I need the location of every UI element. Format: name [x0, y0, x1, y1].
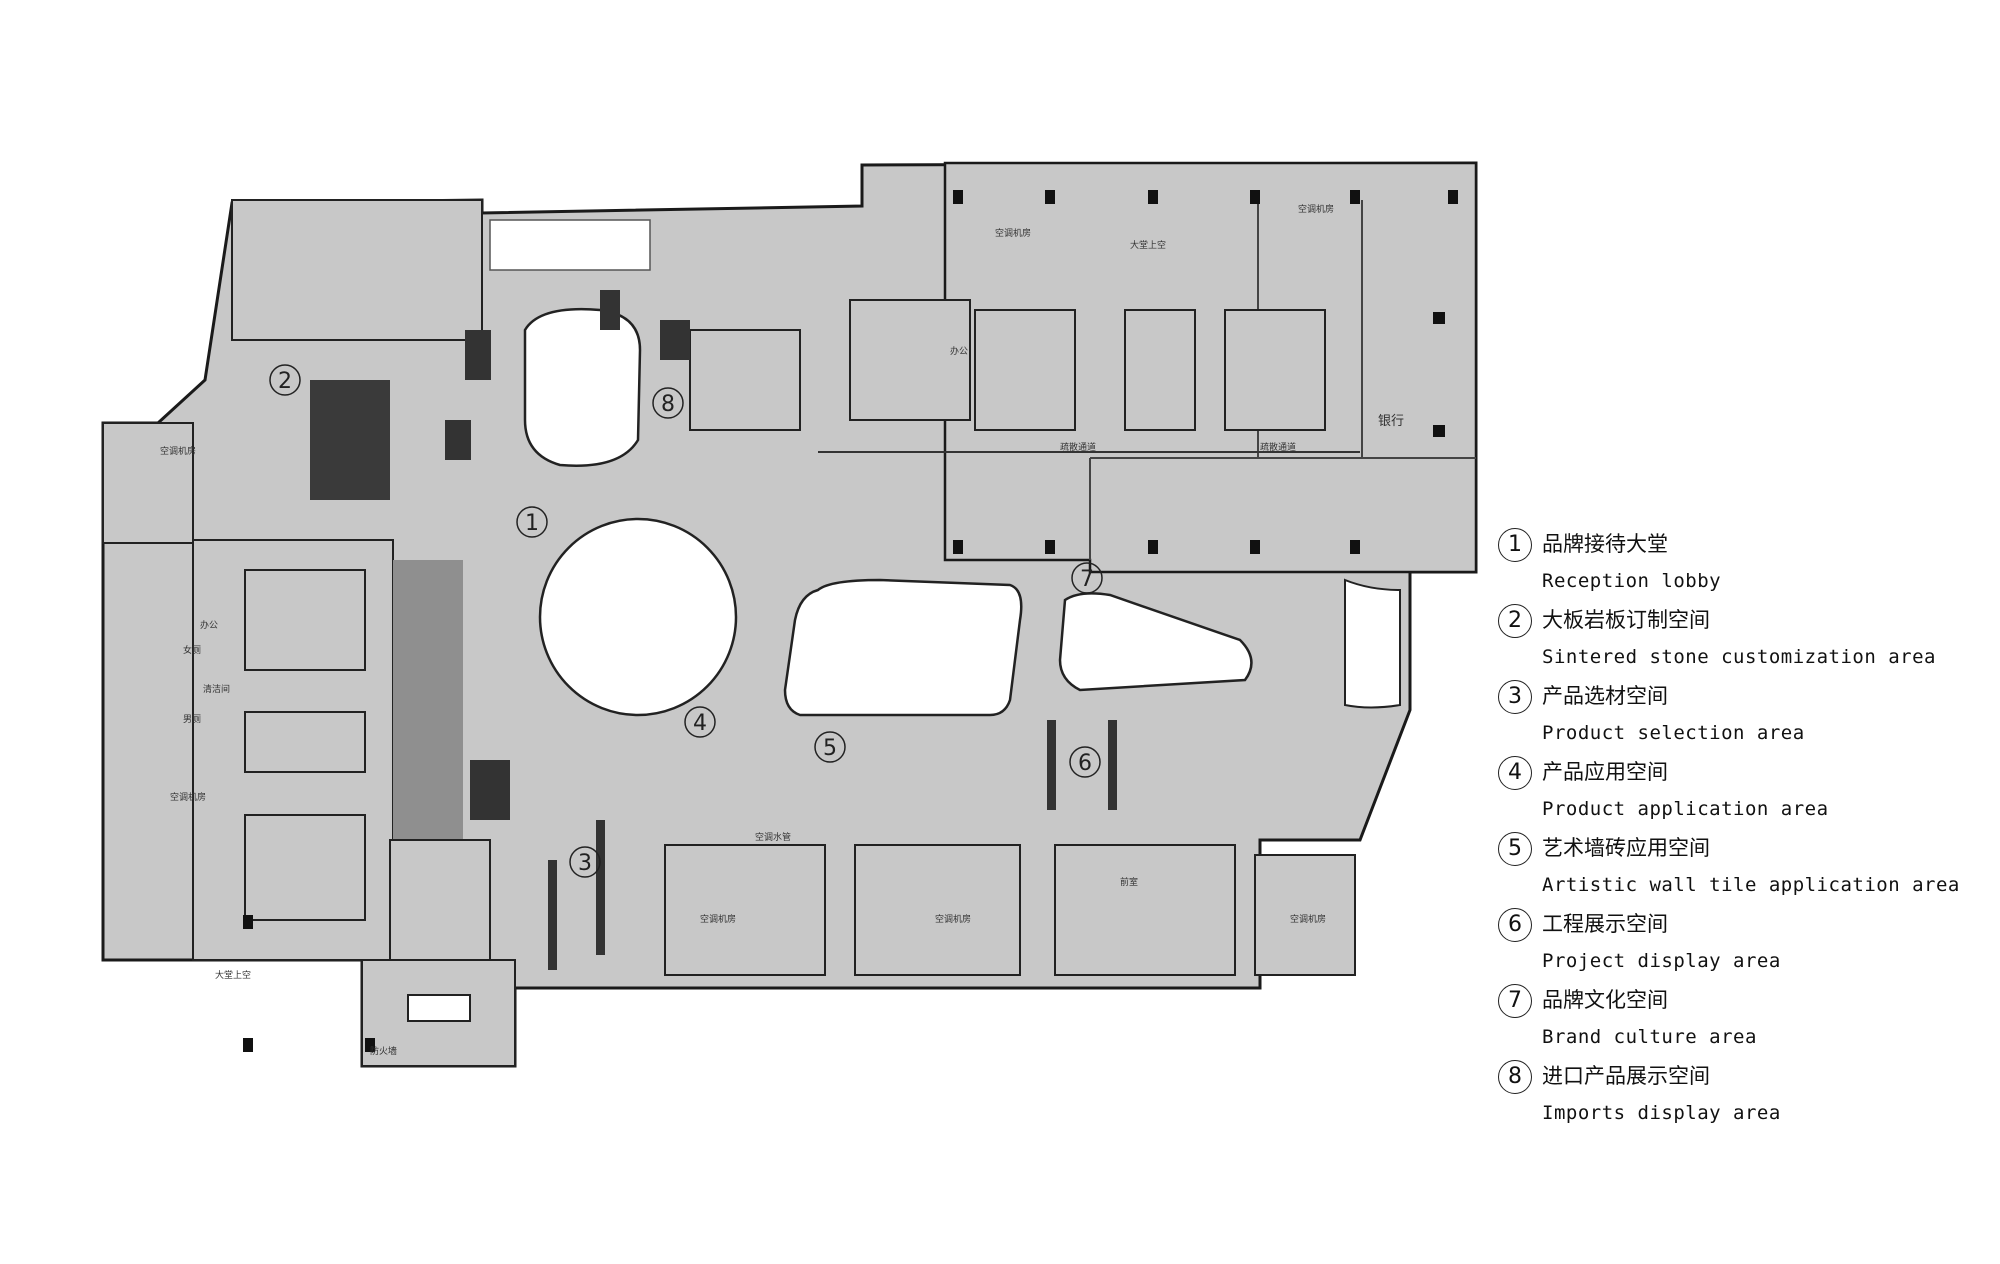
legend-item: 7 品牌文化空间 Brand culture area: [1498, 984, 1988, 1060]
label-fire-wall: 防火墙: [370, 1045, 397, 1057]
legend-label-en: Imports display area: [1542, 1102, 1781, 1124]
void-upper-left: [523, 307, 642, 467]
svg-text:4: 4: [693, 711, 707, 736]
label-mens-wc: 男厕: [183, 714, 201, 725]
void-center: [783, 578, 1023, 717]
left-ac-room: [102, 422, 194, 544]
legend-number: 3: [1498, 680, 1532, 714]
legend-label-cn: 工程展示空间: [1542, 912, 1668, 936]
legend-number: 1: [1498, 528, 1532, 562]
core-rooms-3: [244, 814, 366, 921]
legend-item: 6 工程展示空间 Project display area: [1498, 908, 1988, 984]
svg-text:8: 8: [661, 392, 675, 417]
label-evac-2: 疏散通道: [1260, 441, 1296, 453]
dark-platform: [310, 380, 390, 500]
svg-text:2: 2: [278, 369, 292, 394]
legend-number: 6: [1498, 908, 1532, 942]
right-block: [943, 161, 1478, 574]
lower-shaft: [389, 839, 491, 961]
legend-number: 8: [1498, 1060, 1532, 1094]
svg-text:3: 3: [578, 851, 592, 876]
label-lobby-void-top: 大堂上空: [1130, 239, 1166, 251]
display-fixtures: [445, 290, 1117, 970]
legend-label-en: Project display area: [1542, 950, 1781, 972]
label-office-right: 办公: [950, 345, 968, 357]
legend-label-en: Brand culture area: [1542, 1026, 1757, 1048]
core-rooms-1: [244, 569, 366, 671]
zone-marker-1: 1: [516, 506, 548, 538]
zone-marker-5: 5: [814, 731, 846, 763]
right-block-divider: [1089, 200, 1476, 560]
legend-number: 5: [1498, 832, 1532, 866]
legend-label-en: Artistic wall tile application area: [1542, 874, 1960, 896]
void-right-edge: [1344, 578, 1401, 709]
upper-strip: [489, 219, 651, 271]
right-core-2: [974, 309, 1076, 431]
legend-label-cn: 大板岩板订制空间: [1542, 608, 1710, 632]
bottom-rooms-b: [854, 844, 1021, 976]
legend-item: 5 艺术墙砖应用空间 Artistic wall tile applicatio…: [1498, 832, 1988, 908]
label-bank: 银行: [1378, 414, 1404, 429]
zone-marker-3: 3: [569, 846, 601, 878]
label-ac-room-bottom-1: 空调机房: [700, 913, 736, 925]
svg-text:7: 7: [1080, 567, 1094, 592]
zone-marker-8: 8: [652, 387, 684, 419]
void-round-atrium: [538, 517, 738, 717]
label-ac-pipe: 空调水管: [755, 831, 791, 843]
label-ac-room-left: 空调机房: [160, 445, 196, 457]
legend-label-cn: 艺术墙砖应用空间: [1542, 836, 1710, 860]
legend-label-cn: 进口产品展示空间: [1542, 1064, 1710, 1088]
left-corridor: [393, 560, 463, 840]
core-rooms-2: [244, 711, 366, 773]
label-womens-wc: 女厕: [183, 644, 201, 656]
zone-marker-2: 2: [269, 364, 301, 396]
label-front-room: 前室: [1120, 876, 1138, 888]
label-ac-room-bottom-2: 空调机房: [935, 913, 971, 925]
bottom-rooms-a: [664, 844, 826, 976]
legend-item: 2 大板岩板订制空间 Sintered stone customization …: [1498, 604, 1988, 680]
legend-item: 4 产品应用空间 Product application area: [1498, 756, 1988, 832]
svg-text:5: 5: [823, 736, 837, 761]
legend-number: 4: [1498, 756, 1532, 790]
label-cleaning: 清洁间: [203, 683, 230, 695]
svg-text:6: 6: [1078, 751, 1092, 776]
legend-label-en: Sintered stone customization area: [1542, 646, 1936, 668]
legend-label-en: Product selection area: [1542, 722, 1805, 744]
columns: [243, 190, 1458, 1052]
legend-item: 1 品牌接待大堂 Reception lobby: [1498, 528, 1988, 604]
legend-label-cn: 产品选材空间: [1542, 684, 1668, 708]
label-ac-room-left-2: 空调机房: [170, 791, 206, 803]
right-core-3: [1124, 309, 1196, 431]
legend-label-en: Product application area: [1542, 798, 1829, 820]
label-evac-1: 疏散通道: [1060, 441, 1096, 453]
zone-marker-6: 6: [1069, 746, 1101, 778]
label-ac-room-bottom-3: 空调机房: [1290, 913, 1326, 925]
legend-label-cn: 产品应用空间: [1542, 760, 1668, 784]
legend-item: 8 进口产品展示空间 Imports display area: [1498, 1060, 1988, 1136]
label-office: 办公: [200, 619, 218, 631]
right-core-4: [1224, 309, 1326, 431]
lower-left-bar: [407, 994, 471, 1022]
legend-label-en: Reception lobby: [1542, 570, 1722, 592]
legend-label-cn: 品牌接待大堂: [1542, 532, 1668, 556]
legend-number: 7: [1498, 984, 1532, 1018]
right-core-1: [849, 299, 971, 421]
svg-text:1: 1: [525, 511, 539, 536]
display-room-8: [689, 329, 801, 431]
label-lobby-void-left: 大堂上空: [215, 969, 251, 981]
label-ac-room-top-right: 空调机房: [1298, 203, 1334, 215]
legend-label-cn: 品牌文化空间: [1542, 988, 1668, 1012]
upper-left-room: [231, 199, 483, 341]
bottom-rooms-c: [1054, 844, 1236, 976]
zone-marker-4: 4: [684, 706, 716, 738]
legend-number: 2: [1498, 604, 1532, 638]
label-ac-room-top: 空调机房: [995, 227, 1031, 239]
bottom-rooms-d: [1254, 854, 1356, 976]
legend-item: 3 产品选材空间 Product selection area: [1498, 680, 1988, 756]
zone-marker-7: 7: [1071, 562, 1103, 594]
